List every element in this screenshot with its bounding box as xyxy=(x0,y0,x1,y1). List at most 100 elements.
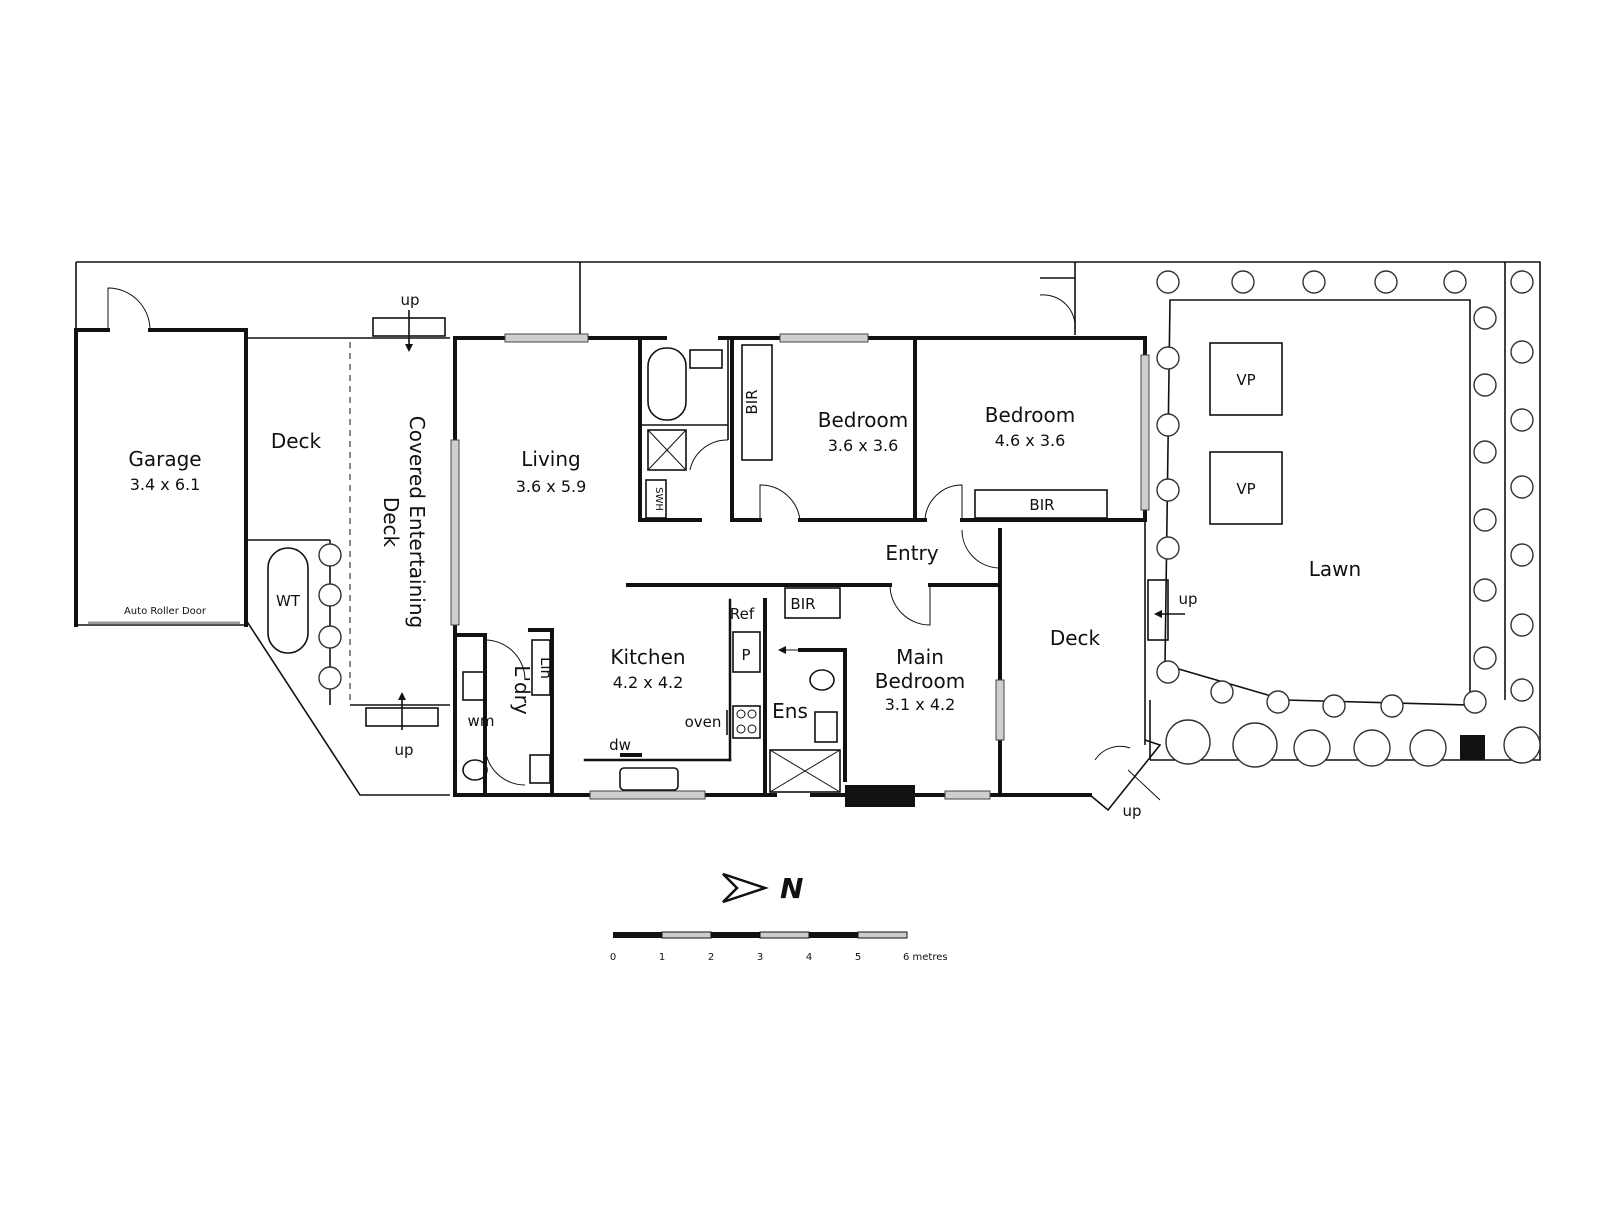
bir-bedroom2-label: BIR xyxy=(1029,496,1054,514)
ensuite-toilet xyxy=(809,669,835,691)
ensuite-basin xyxy=(814,711,838,743)
bathroom-door xyxy=(689,439,729,471)
living-label: Living xyxy=(521,447,580,471)
shrub-icon xyxy=(1156,660,1180,684)
shrub-icon xyxy=(1473,508,1497,532)
property-boundary xyxy=(75,261,1541,796)
shrub-icon xyxy=(1443,270,1467,294)
house-walls xyxy=(450,333,1150,807)
main-bedroom-window xyxy=(944,790,991,800)
water-tank xyxy=(267,547,309,654)
vp2-label: VP xyxy=(1236,480,1255,498)
shrub-icon xyxy=(318,666,342,690)
dishwasher-mark xyxy=(620,753,642,757)
linen-label: Lin xyxy=(537,657,555,679)
shrub-icon xyxy=(1510,613,1534,637)
shrub-icon xyxy=(1266,690,1290,714)
main-bedroom-label-1: Main xyxy=(896,645,944,669)
ensuite-door-arrow-icon xyxy=(778,646,786,654)
meter-box xyxy=(1460,735,1485,760)
veggie-patch-1 xyxy=(1209,342,1283,416)
scale-tick-label: 2 xyxy=(708,952,714,963)
up-top-label: up xyxy=(400,291,419,309)
east-deck xyxy=(1039,277,1185,812)
shrub-icon xyxy=(1473,373,1497,397)
swh-label: SWH xyxy=(653,487,664,511)
main-bedroom-east-window xyxy=(995,679,1005,741)
shrub-icon xyxy=(318,543,342,567)
scale-segment xyxy=(759,931,810,939)
up-arrowhead-top-icon xyxy=(405,344,413,352)
scale-segment xyxy=(661,931,712,939)
main-bedroom-door xyxy=(889,584,931,626)
oven-label: oven xyxy=(685,713,722,731)
veggie-patch-2 xyxy=(1209,451,1283,525)
cooktop xyxy=(732,705,761,739)
vp1-label: VP xyxy=(1236,371,1255,389)
water-tank-label: WT xyxy=(276,592,301,610)
step-lawn xyxy=(1147,579,1169,641)
tree-icon xyxy=(1232,722,1278,768)
bedroom2-door xyxy=(924,484,963,521)
living-window xyxy=(504,333,589,343)
scale-tick-label: 1 xyxy=(659,952,665,963)
west-decks xyxy=(246,310,450,730)
scale-segment xyxy=(711,932,760,938)
wc-door xyxy=(484,744,526,786)
scale-segment xyxy=(809,932,858,938)
shrub-icon xyxy=(318,625,342,649)
auto-roller-door-label: Auto Roller Door xyxy=(124,606,207,617)
shrub-icon xyxy=(1322,694,1346,718)
scale-segment xyxy=(857,931,908,939)
fence-gate xyxy=(1039,294,1076,331)
living-dims: 3.6 x 5.9 xyxy=(516,477,587,496)
bir-bedroom1 xyxy=(741,344,773,461)
garden-trees xyxy=(1165,719,1541,768)
shrub-icon xyxy=(1231,270,1255,294)
north-arrow-icon xyxy=(722,872,769,904)
bathtub xyxy=(647,347,687,421)
garage-label: Garage xyxy=(128,447,201,471)
shower xyxy=(647,429,687,471)
lawn-label: Lawn xyxy=(1309,557,1361,581)
bedroom1-door xyxy=(759,484,801,521)
shrub-icon xyxy=(1156,346,1180,370)
up-bottom-label: up xyxy=(394,741,413,759)
shrub-icon xyxy=(1374,270,1398,294)
tree-icon xyxy=(1353,729,1391,767)
fireplace xyxy=(845,785,915,807)
bedroom2-label: Bedroom xyxy=(985,403,1075,427)
north-compass: N xyxy=(722,872,803,905)
scale-tick-label: 4 xyxy=(806,952,812,963)
shrub-icon xyxy=(1510,475,1534,499)
bedroom1-dims: 3.6 x 3.6 xyxy=(828,436,899,455)
deck-west-label: Deck xyxy=(271,429,322,453)
covered-deck-label-1: Covered Entertaining xyxy=(405,416,429,628)
shrub-icon xyxy=(1473,646,1497,670)
up-front-label: up xyxy=(1122,802,1141,820)
bir-bedroom2 xyxy=(974,489,1108,519)
bir-main-label: BIR xyxy=(790,595,815,613)
laundry-basin xyxy=(529,754,551,784)
front-door xyxy=(1094,745,1131,761)
tree-icon xyxy=(1503,726,1541,764)
shrub-icon xyxy=(1510,543,1534,567)
entry-label: Entry xyxy=(885,541,938,565)
compass-north-label: N xyxy=(780,872,803,905)
laundry-trough xyxy=(462,671,486,701)
ref-label: Ref xyxy=(730,605,755,623)
laundry-door xyxy=(484,639,526,681)
garage-dims: 3.4 x 6.1 xyxy=(130,475,201,494)
scale-bar: 0 1 2 3 4 5 6 metres xyxy=(610,931,948,963)
bedroom1-window xyxy=(779,333,869,343)
shrub-icon xyxy=(1156,478,1180,502)
pantry-label: P xyxy=(741,646,750,664)
kitchen-sink xyxy=(619,767,679,791)
kitchen-dims: 4.2 x 4.2 xyxy=(613,673,684,692)
shrub-icon xyxy=(1510,408,1534,432)
pantry xyxy=(732,631,761,673)
shrub-icon xyxy=(1156,413,1180,437)
swh-unit xyxy=(645,479,667,519)
shrub-icon xyxy=(1473,440,1497,464)
